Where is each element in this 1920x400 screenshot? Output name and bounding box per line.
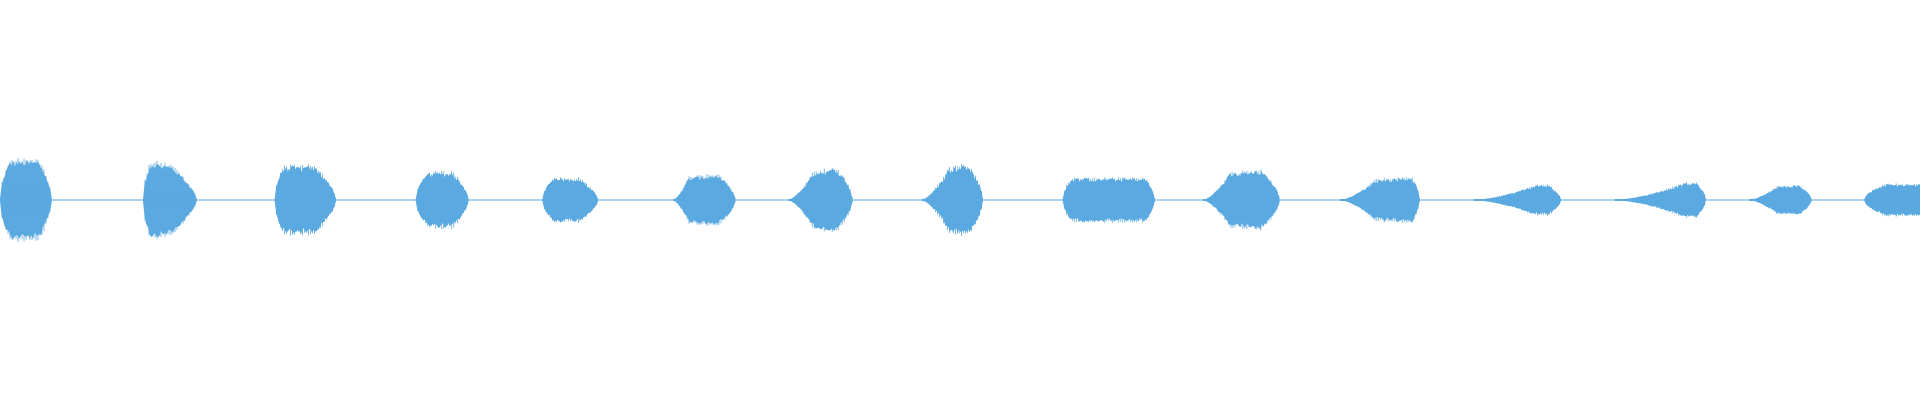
waveform-segment-spikes-11 (1341, 177, 1419, 223)
waveform-segment-spikes-12 (1475, 184, 1560, 216)
waveform-segment-14 (1749, 185, 1812, 215)
waveform-segment-spikes-6 (674, 174, 736, 226)
waveform-segment-spikes-8 (923, 164, 982, 236)
waveform-segment-spikes-1 (1, 158, 51, 242)
waveform-segment-spikes-3 (276, 164, 335, 236)
waveform-segment-spikes-5 (544, 177, 597, 223)
waveform-segment-spikes-10 (1204, 169, 1280, 231)
waveform-segment-spikes-15 (1865, 183, 1919, 217)
waveform-segment-spikes-2 (144, 160, 196, 240)
waveform-segment-spikes-7 (789, 167, 853, 233)
waveform-segments (0, 158, 1920, 242)
waveform-segment-spikes-9 (1064, 177, 1156, 223)
waveform-segment-spikes-13 (1616, 182, 1706, 218)
waveform-segment-spikes-4 (417, 170, 469, 230)
waveform-segment-spikes-14 (1750, 185, 1812, 215)
